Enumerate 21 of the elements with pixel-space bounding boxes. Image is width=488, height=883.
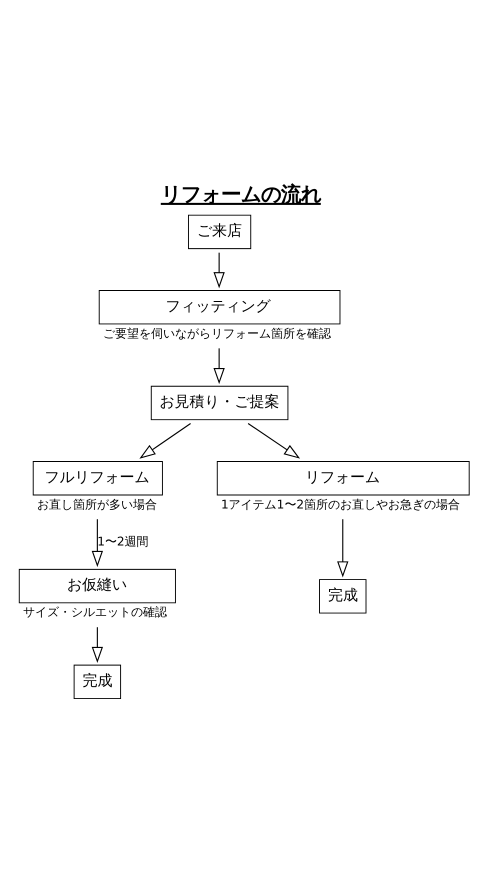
arrow [92, 518, 104, 567]
node-label: ご要望を伺いながらリフォーム箇所を確認 [102, 326, 331, 340]
edge-label: 1〜2週間 [97, 534, 149, 548]
arrow [337, 518, 348, 577]
node-box: フィッティング [98, 290, 340, 324]
diagram-title: リフォームの流れ [160, 181, 321, 206]
arrow [248, 422, 300, 458]
node-box: お見積り・ご提案 [150, 385, 288, 420]
arrow [213, 348, 225, 384]
node-box: ご来店 [188, 214, 252, 249]
arrow [139, 422, 191, 458]
arrow [213, 252, 225, 288]
node-box: フルリフォーム [32, 460, 163, 495]
arrow [92, 626, 104, 663]
node-label: サイズ・シルエットの確認 [22, 604, 167, 619]
node-box: お仮縫い [18, 568, 176, 603]
node-label: 1アイテム1〜2箇所のお直しやお急ぎの場合 [220, 496, 460, 511]
node-box: 完成 [74, 664, 122, 699]
node-box: 完成 [319, 578, 366, 613]
node-box: リフォーム [216, 460, 470, 495]
node-label: お直し箇所が多い場合 [36, 496, 157, 511]
